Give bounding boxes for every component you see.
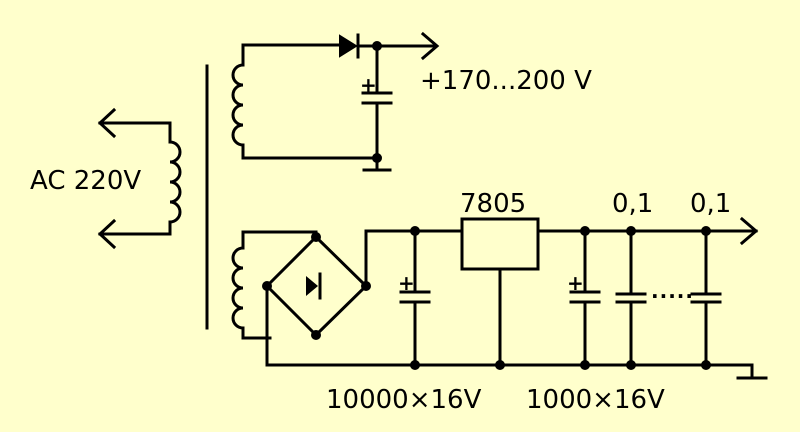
bridge-node-left <box>262 281 272 291</box>
ground-rail <box>265 363 768 380</box>
output-electrolytic-capacitor: + <box>567 229 601 367</box>
gnd-dot-4 <box>626 360 636 370</box>
output-rail <box>536 216 759 246</box>
ac-input-left-arrow-top <box>97 107 117 139</box>
primary-winding <box>98 121 182 236</box>
positive-rail-in <box>364 229 464 288</box>
ac-input-label: AC 220V <box>30 166 141 196</box>
big-filter-capacitor: + <box>398 229 431 367</box>
ceramic-capacitor-2 <box>690 229 722 367</box>
svg-text:+: + <box>398 271 415 295</box>
hv-secondary-winding <box>231 43 380 160</box>
ac-input-left-arrow-bottom <box>97 218 117 250</box>
svg-text:+: + <box>360 73 377 97</box>
bridge-node-top <box>311 232 321 242</box>
cap-big-label: 10000×16V <box>326 385 482 415</box>
hv-ground-symbol <box>362 156 392 172</box>
parallel-caps-ellipsis: ····· <box>651 284 694 308</box>
gnd-dot-1 <box>410 360 420 370</box>
bridge-node-bottom <box>311 330 321 340</box>
lv-secondary-winding <box>231 230 272 340</box>
cap-small-1-label: 0,1 <box>612 189 653 219</box>
cap-small-2-label: 0,1 <box>690 189 731 219</box>
bridge-rectifier <box>264 230 369 367</box>
hv-output-label: +170...200 V <box>420 66 592 96</box>
ceramic-capacitor-1 <box>615 229 647 367</box>
svg-text:+: + <box>567 271 584 295</box>
gnd-dot-5 <box>701 360 711 370</box>
regulator-label: 7805 <box>460 189 526 219</box>
gnd-dot-2 <box>495 360 505 370</box>
hv-filter-capacitor: + <box>360 44 393 160</box>
hv-diode <box>339 31 440 61</box>
regulator-7805 <box>460 217 540 367</box>
gnd-dot-3 <box>580 360 590 370</box>
cap-mid-label: 1000×16V <box>526 385 665 415</box>
